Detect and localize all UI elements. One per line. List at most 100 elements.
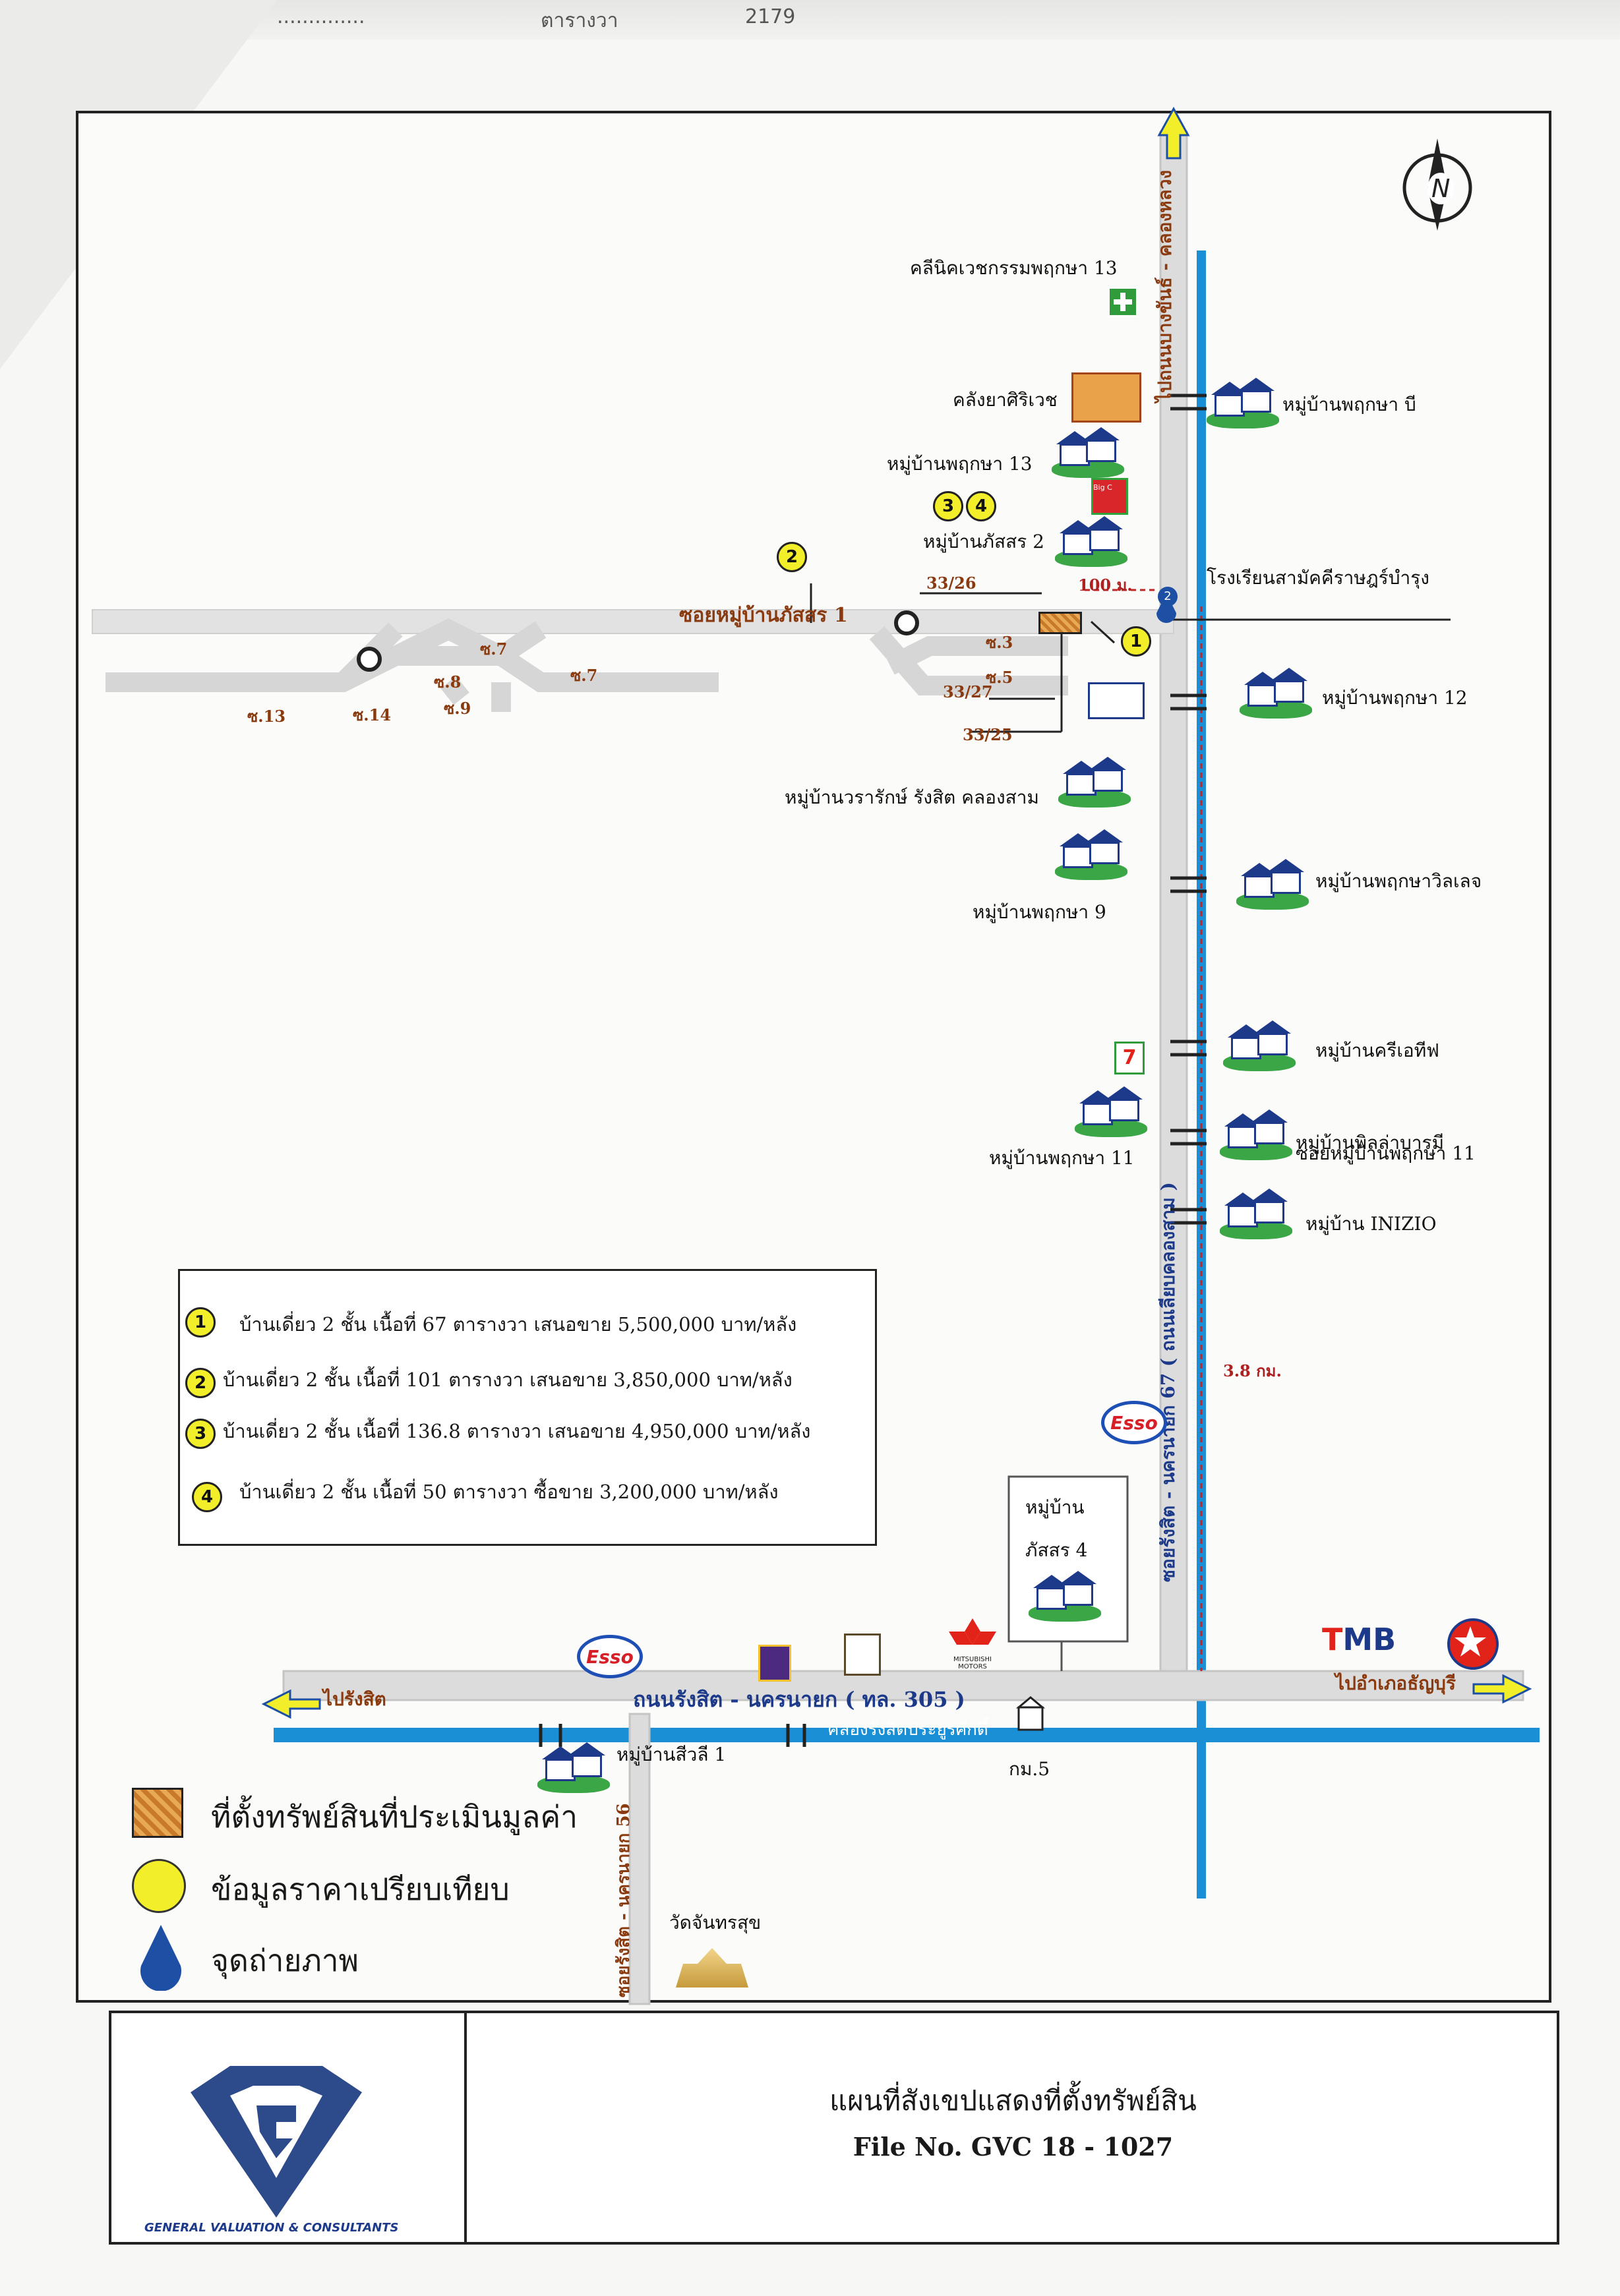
bridges-soi67 — [539, 394, 1207, 1747]
label-house-33-25: 33/25 — [963, 725, 1013, 744]
label-dist-100: 100 ม. — [1078, 575, 1133, 595]
big-c-icon: Big C — [1091, 478, 1128, 515]
north-arrow-icon: N — [1398, 132, 1477, 231]
roundabout-west — [357, 647, 382, 672]
key-subject-label: ที่ตั้งทรัพย์สินที่ประเมินมูลค่า — [211, 1799, 578, 1835]
village-icon — [1220, 1187, 1292, 1239]
village-icon — [1236, 857, 1309, 910]
village-icon — [1029, 1569, 1101, 1622]
village-icon — [1055, 514, 1127, 567]
label-village-pruksa-village: หมู่บ้านพฤกษาวิลเลจ — [1315, 870, 1482, 892]
label-soi-5: ซ.5 — [986, 668, 1013, 687]
road-305 — [282, 1670, 1524, 1701]
label-road-305: ถนนรังสิต - นครนายก ( ทล. 305 ) — [633, 1687, 965, 1712]
scb-bank-icon — [758, 1645, 791, 1682]
label-soi-13: ซ.13 — [247, 707, 286, 726]
village-icon — [1223, 1018, 1296, 1071]
label-village-passorn4-line2: ภัสสร 4 — [1025, 1539, 1088, 1561]
photo-point-icon — [1155, 593, 1178, 626]
label-village-creative: หมู่บ้านครีเอทีฟ — [1315, 1040, 1439, 1061]
village-icon — [1055, 827, 1127, 880]
label-soi-pruksa11: ซอยหมู่บ้านพฤกษา 11 — [1296, 1142, 1476, 1164]
title-block: GENERAL VALUATION & CONSULTANTS แผนที่สั… — [109, 2011, 1559, 2245]
label-soi-8: ซ.8 — [434, 672, 462, 692]
legend-num-1: 1 — [185, 1307, 216, 1338]
arrow-west-icon — [261, 1689, 321, 1719]
photo-point-legend-icon — [138, 1925, 183, 1991]
legend-num-3: 3 — [185, 1419, 216, 1449]
legend-text-1: บ้านเดี่ยว 2 ชั้น เนื้อที่ 67 ตารางวา เส… — [239, 1313, 797, 1336]
label-soi-7a: ซ.7 — [480, 639, 508, 659]
label-village-sawali: หมู่บ้านสีวลี 1 — [616, 1744, 727, 1765]
arrow-east-icon — [1472, 1674, 1532, 1704]
subject-property-marker — [1038, 612, 1082, 634]
subject-legend-swatch — [132, 1788, 183, 1838]
mitsubishi-label: MITSUBISHI MOTORS — [953, 1656, 992, 1670]
seven-eleven-icon: 7 — [1114, 1042, 1145, 1074]
map-title: แผนที่สังเขปแสดงที่ตั้งทรัพย์สิน — [829, 2084, 1197, 2117]
arrow-north-icon — [1157, 106, 1190, 160]
company-name: GENERAL VALUATION & CONSULTANTS — [144, 2221, 399, 2235]
photo-point-2-icon: 2 — [1158, 587, 1178, 606]
label-soi-3: ซ.3 — [986, 633, 1013, 652]
label-soi-14: ซ.14 — [353, 705, 392, 724]
village-icon — [1240, 666, 1312, 719]
sub-soi-network — [105, 618, 1068, 712]
comparable-marker-2: 2 — [777, 542, 807, 572]
legend-text-4: บ้านเดี่ยว 2 ชั้น เนื้อที่ 50 ตารางวา ซื… — [239, 1481, 779, 1503]
label-village-pruksa-b: หมู่บ้านพฤกษา บี — [1282, 394, 1416, 415]
label-clinic: คลีนิคเวชกรรมพฤกษา 13 — [910, 257, 1118, 279]
kbank-icon — [844, 1634, 881, 1676]
label-house-33-27: 33/27 — [943, 682, 993, 701]
label-village-pruksa13: หมู่บ้านพฤกษา 13 — [887, 453, 1033, 475]
pharmacy-icon — [1071, 372, 1141, 423]
village-icon — [1075, 1084, 1147, 1137]
label-canal: คลองรังสิตประยูรศักดิ์ — [827, 1720, 988, 1740]
label-village-pruksa12: หมู่บ้านพฤกษา 12 — [1322, 687, 1468, 709]
village-icon — [537, 1740, 610, 1793]
roundabout-east — [894, 610, 919, 635]
label-village-inizio: หมู่บ้าน INIZIO — [1305, 1213, 1437, 1235]
comparable-legend-swatch — [132, 1859, 186, 1913]
label-soi-9: ซ.9 — [444, 699, 471, 718]
scan-header-mid: ตารางวา — [541, 9, 618, 32]
esso-logo-2: Esso — [577, 1635, 643, 1678]
label-village-pruksa11: หมู่บ้านพฤกษา 11 — [989, 1147, 1135, 1169]
file-number: File No. GVC 18 - 1027 — [853, 2132, 1174, 2162]
label-km5: กม.5 — [1009, 1758, 1050, 1780]
caltex-star-icon — [1447, 1618, 1499, 1670]
scan-header-left: .............. — [277, 5, 365, 28]
km5-marker — [1017, 1706, 1044, 1731]
label-soi-passorn1: ซอยหมู่บ้านภัสสร 1 — [679, 604, 848, 627]
label-soi-67: ซอยรังสิต - นครนายก 67 ( ถนนเลียบคลองสาม… — [1157, 1182, 1179, 1582]
legend-text-2: บ้านเดี่ยว 2 ชั้น เนื้อที่ 101 ตารางวา เ… — [223, 1369, 793, 1391]
comparables-legend: 1 บ้านเดี่ยว 2 ชั้น เนื้อที่ 67 ตารางวา … — [178, 1269, 877, 1546]
label-dist-38: 3.8 กม. — [1223, 1361, 1282, 1380]
road-soi-passorn1 — [92, 609, 1174, 634]
label-wat: วัดจันทรสุข — [669, 1912, 762, 1933]
label-house-33-26: 33/26 — [926, 574, 976, 593]
esso-logo-1: Esso — [1101, 1401, 1167, 1444]
legend-num-4: 4 — [192, 1482, 222, 1512]
label-soi-7b: ซ.7 — [570, 666, 598, 685]
legend-num-2: 2 — [185, 1368, 216, 1398]
tmb-logo: TMB — [1322, 1622, 1396, 1657]
key-photo-label: จุดถ่ายภาพ — [211, 1943, 359, 1978]
road-soi56 — [628, 1713, 651, 2005]
comparable-marker-1: 1 — [1121, 626, 1151, 657]
label-to-bangkhan-khlongluang: ไปถนนบางขันธ์ - คลองหลวง — [1154, 169, 1176, 402]
title-divider — [464, 2013, 467, 2242]
label-village-passorn2: หมู่บ้านภัสสร 2 — [923, 531, 1044, 552]
label-village-pilla-baramee: หมู่บ้านพิลล่าบารมี — [1296, 1132, 1445, 1154]
label-pharmacy: คลังยาศิริเวช — [953, 389, 1058, 411]
comparable-marker-4: 4 — [966, 491, 996, 521]
mitsubishi-logo: MITSUBISHI MOTORS — [940, 1615, 1005, 1678]
label-village-passorn4-line1: หมู่บ้าน — [1025, 1496, 1085, 1518]
school-icon — [1088, 682, 1145, 719]
label-village-warasak: หมู่บ้านวรารักษ์ รังสิต คลองสาม — [785, 786, 1039, 808]
village-icon — [1220, 1107, 1292, 1160]
scan-header-right: 2179 — [745, 5, 796, 28]
village-icon — [1052, 425, 1124, 478]
label-village-pruksa9: หมู่บ้านพฤกษา 9 — [973, 901, 1106, 923]
